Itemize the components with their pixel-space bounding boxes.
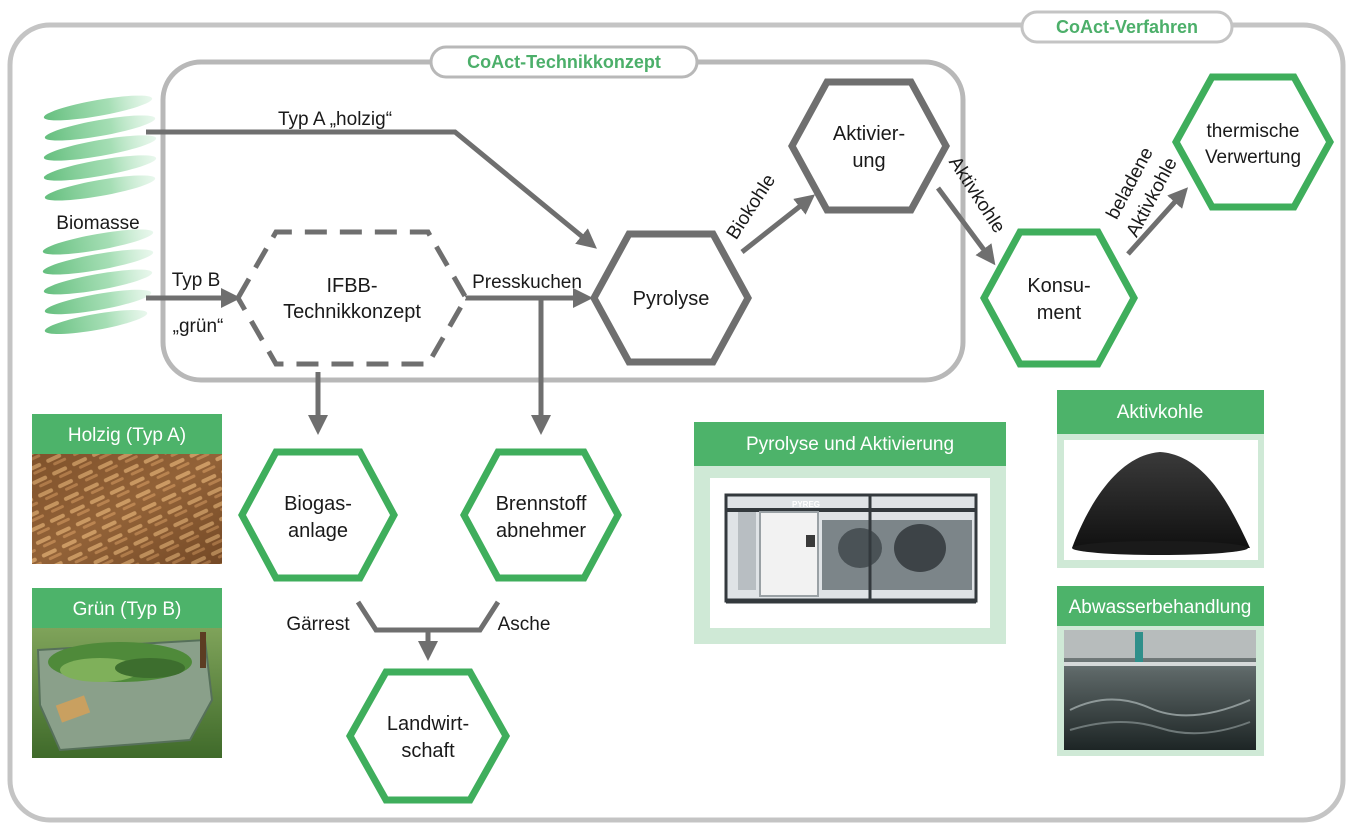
arrow-typ-a [146, 129, 597, 249]
svg-text:abnehmer: abnehmer [496, 520, 586, 542]
svg-text:Landwirt-: Landwirt- [387, 713, 469, 735]
hex-thermische-verwertung: thermische Verwertung [1171, 73, 1335, 211]
svg-text:thermische: thermische [1207, 121, 1300, 142]
outer-frame [7, 22, 1346, 823]
svg-text:Konsu-: Konsu- [1027, 275, 1090, 297]
svg-text:Technikkonzept: Technikkonzept [283, 301, 421, 323]
svg-text:IFBB-: IFBB- [326, 275, 377, 297]
biomass-label: Biomasse [56, 213, 139, 234]
panel-aktivkohle: Aktivkohle [1057, 390, 1264, 568]
hex-brennstoffabnehmer: Brennstoff abnehmer [460, 448, 622, 582]
panel-holzig: Holzig (Typ A) [32, 414, 222, 564]
panel-pyrolyse-title: Pyrolyse und Aktivierung [746, 434, 954, 455]
svg-text:schaft: schaft [401, 740, 455, 762]
svg-text:anlage: anlage [288, 520, 348, 542]
panel-aktivkohle-title: Aktivkohle [1117, 402, 1204, 423]
arrow-aktivkohle [935, 186, 996, 266]
panel-abwasser: Abwasserbehandlung [1057, 586, 1264, 756]
inner-title-pill [429, 45, 699, 79]
panel-gruen: Grün (Typ B) [32, 588, 222, 758]
hex-konsument: Konsu- ment [980, 228, 1138, 368]
outer-title-pill [1020, 10, 1234, 44]
svg-text:Aktivier-: Aktivier- [833, 123, 905, 145]
svg-text:Verwertung: Verwertung [1205, 147, 1301, 168]
hex-biogasanlage: Biogas- anlage [238, 448, 398, 582]
typ-b-gruen-label: „grün“ [173, 316, 224, 337]
typ-b-label: Typ B [172, 270, 221, 291]
svg-text:Biogas-: Biogas- [284, 493, 352, 515]
hex-pyrolyse: Pyrolyse [590, 230, 752, 366]
presskuchen-label: Presskuchen [472, 272, 582, 293]
svg-text:ment: ment [1037, 302, 1082, 324]
arrow-biokohle [740, 194, 816, 254]
svg-text:ung: ung [852, 150, 885, 172]
panel-abwasser-title: Abwasserbehandlung [1069, 597, 1252, 618]
arrow-beladene-aktivkohle [1126, 187, 1189, 256]
typ-a-label: Typ A „holzig“ [278, 109, 392, 130]
asche-label: Asche [498, 614, 551, 635]
panel-gruen-title: Grün (Typ B) [73, 599, 182, 620]
hex-aktivierung: Aktivier- ung [788, 78, 950, 214]
merge-line [355, 600, 501, 633]
panel-holzig-title: Holzig (Typ A) [68, 425, 186, 446]
biokohle-label: Biokohle [723, 171, 780, 244]
panel-pyrolyse-aktivierung: Pyrolyse und Aktivierung PYREG [694, 422, 1006, 644]
biomass-leaves-icon [42, 95, 157, 334]
gaerrest-label: Gärrest [286, 614, 350, 635]
hex-ifbb: IFBB- Technikkonzept [235, 229, 469, 367]
svg-text:Pyrolyse: Pyrolyse [633, 288, 710, 310]
hex-landwirtschaft: Landwirt- schaft [345, 668, 511, 804]
aktivkohle-label: Aktivkohle [944, 153, 1009, 237]
machine-brand-label: PYREG [792, 500, 820, 509]
inner-title: CoAct-Technikkonzept [467, 52, 661, 72]
svg-text:Brennstoff: Brennstoff [496, 493, 587, 515]
outer-title: CoAct-Verfahren [1056, 17, 1198, 37]
